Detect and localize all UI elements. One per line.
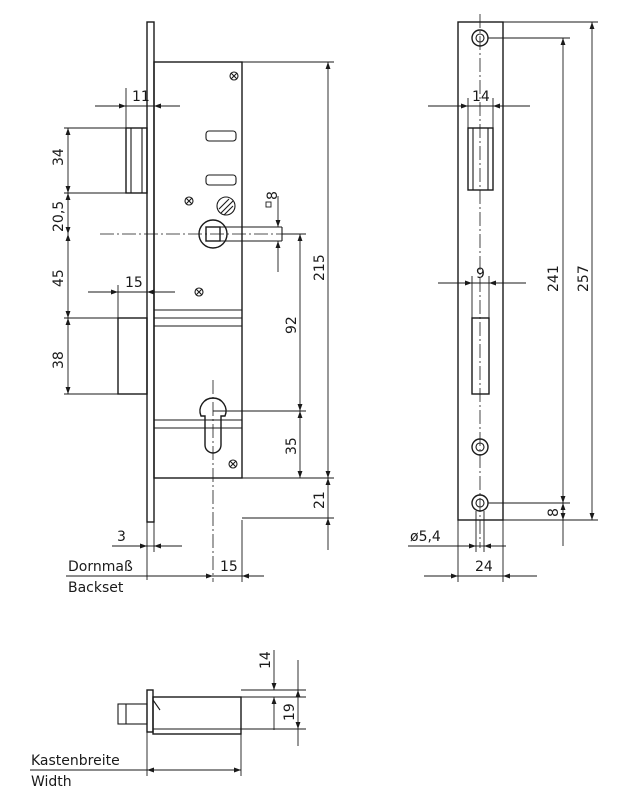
case-width-label-en: Width: [31, 774, 72, 790]
faceplate-side: [457, 21, 504, 521]
screw-top: [229, 71, 239, 81]
dim-bolt-projection: 15: [125, 275, 143, 291]
faceplate-bottom: [146, 689, 154, 733]
screw-mid: [184, 196, 194, 206]
screw-bottom: [228, 459, 238, 469]
dim-latch-height: 34: [51, 148, 67, 166]
latch-opening: [467, 127, 494, 191]
screw-hole-middle: [471, 438, 489, 456]
side-dimensions: 14 9 241 257 8 ø5,4 24: [408, 21, 598, 582]
bolt-opening: [471, 317, 490, 395]
cylinder-keyhole: [199, 397, 227, 454]
dim-bolt-opening: 9: [476, 266, 485, 282]
dim-bottom-top: 14: [258, 651, 274, 669]
dim-screw-diameter: ø5,4: [410, 529, 441, 545]
dim-case-thickness: 19: [282, 703, 298, 721]
case-bottom: [152, 696, 242, 735]
dim-overall-height: 215: [312, 254, 328, 281]
hatched-rivet: [216, 196, 236, 216]
dim-bottom-offset: 21: [312, 491, 328, 509]
dim-follower-square: 8: [265, 191, 281, 200]
bottom-dimensions: 14 19 Kastenbreite Width: [30, 650, 306, 790]
bolt-bottom: [117, 703, 148, 725]
case-width-label-de: Kastenbreite: [31, 753, 120, 769]
dead-bolt: [117, 317, 148, 395]
backset-label-de: Dornmaß: [68, 559, 133, 575]
dim-follower-cylinder: 92: [284, 316, 300, 334]
lock-case: [153, 61, 243, 479]
latch-bolt: [125, 127, 148, 194]
backset-label-en: Backset: [68, 580, 124, 596]
dim-cylinder-bottom: 35: [284, 437, 300, 455]
slot-upper: [205, 130, 237, 142]
front-view: [100, 21, 286, 582]
dim-follower-bolt: 45: [51, 269, 67, 287]
screw-bolt: [194, 287, 204, 297]
dim-faceplate-thickness: 3: [117, 529, 126, 545]
dim-faceplate-height: 257: [576, 265, 592, 292]
dim-cylinder-offset: 15: [220, 559, 238, 575]
slot-lower: [205, 174, 237, 186]
side-view: [457, 14, 504, 548]
dim-latch-follower: 20,5: [51, 201, 67, 232]
dim-faceplate-width: 11: [132, 89, 150, 105]
bottom-view: [117, 689, 242, 735]
dim-latch-opening: 14: [472, 89, 490, 105]
dim-bottom-screw: 8: [546, 508, 562, 517]
front-dimensions: 11 34 20,5 45 38 15 8 92: [51, 61, 334, 596]
dim-bolt-height: 38: [51, 351, 67, 369]
dim-screw-distance: 241: [546, 265, 562, 292]
dim-faceplate-width-side: 24: [475, 559, 493, 575]
